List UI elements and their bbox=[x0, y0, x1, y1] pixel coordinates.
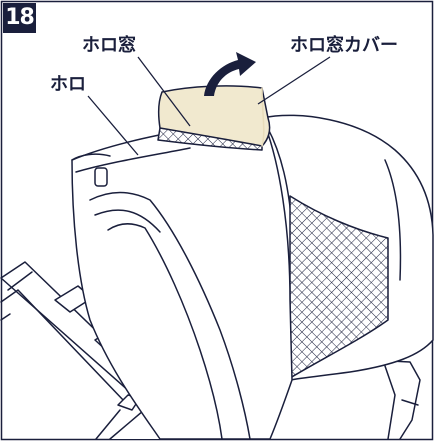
step-number-badge: 18 bbox=[3, 3, 36, 33]
hood-tab bbox=[94, 167, 108, 187]
hood-label: ホロ bbox=[50, 74, 86, 95]
leader-hood-window bbox=[137, 56, 191, 127]
hood-side-mesh bbox=[289, 195, 389, 379]
leader-hood-window-cover bbox=[257, 56, 331, 105]
hood-side-panel bbox=[89, 191, 251, 440]
hood-front bbox=[71, 117, 293, 440]
leader-hood bbox=[87, 95, 139, 156]
leader-lines bbox=[87, 56, 331, 156]
hood-window-cover-label: ホロ窓カバー bbox=[290, 35, 398, 56]
curved-arrow-icon bbox=[204, 52, 256, 96]
hood-window-label: ホロ窓 bbox=[82, 35, 136, 56]
